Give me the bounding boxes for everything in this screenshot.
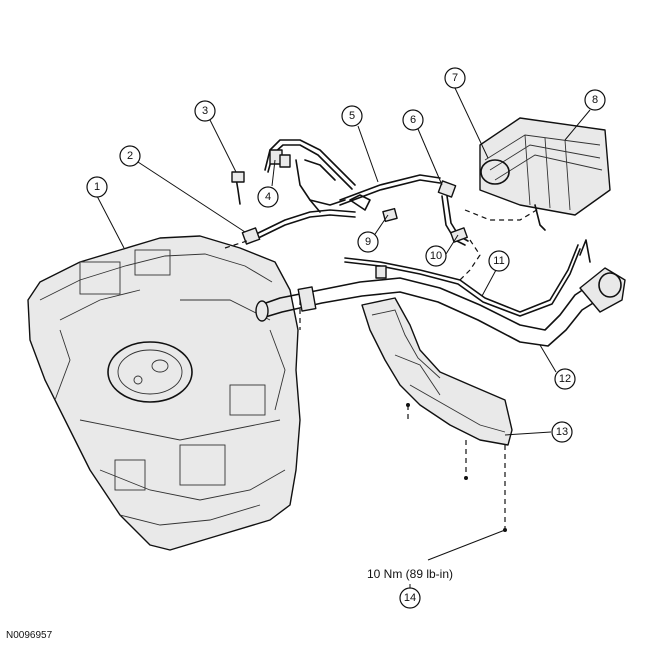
svg-text:4: 4 xyxy=(265,191,271,203)
callout-12: 12 xyxy=(554,368,576,390)
svg-text:7: 7 xyxy=(452,72,458,84)
callout-7: 7 xyxy=(444,67,466,89)
svg-text:6: 6 xyxy=(410,114,416,126)
svg-text:10: 10 xyxy=(430,250,442,262)
svg-text:12: 12 xyxy=(559,373,571,385)
callout-11: 11 xyxy=(488,250,510,272)
torque-spec: 10 Nm (89 lb-in) xyxy=(367,567,453,581)
callout-1: 1 xyxy=(86,176,108,198)
fuel-filler-pipe xyxy=(255,239,626,347)
svg-text:5: 5 xyxy=(349,110,355,122)
callout-13: 13 xyxy=(551,421,573,443)
svg-text:2: 2 xyxy=(127,150,133,162)
svg-text:13: 13 xyxy=(556,426,568,438)
fuel-tank xyxy=(27,235,301,551)
callout-6: 6 xyxy=(402,109,424,131)
callout-3: 3 xyxy=(194,100,216,122)
vapor-tube-end xyxy=(450,227,481,281)
evap-canister xyxy=(464,117,611,231)
callout-9: 9 xyxy=(357,231,379,253)
fuel-supply-line xyxy=(224,209,356,249)
vapor-lines xyxy=(264,139,441,213)
svg-text:11: 11 xyxy=(493,255,504,267)
callout-5: 5 xyxy=(341,105,363,127)
leader-lines xyxy=(96,87,591,590)
callout-8: 8 xyxy=(584,89,606,111)
callout-4: 4 xyxy=(257,186,279,208)
svg-text:9: 9 xyxy=(365,236,371,248)
callout-2: 2 xyxy=(119,145,141,167)
svg-text:1: 1 xyxy=(94,181,100,193)
callout-14: 14 xyxy=(399,587,421,609)
figure-id: N0096957 xyxy=(6,630,53,641)
svg-text:14: 14 xyxy=(404,592,416,604)
fuel-tank-heat-shield xyxy=(361,297,513,532)
callout-10: 10 xyxy=(425,245,447,267)
fuel-line-clip xyxy=(231,171,245,205)
svg-text:3: 3 xyxy=(202,105,208,117)
line-retaining-clip xyxy=(382,207,398,223)
svg-text:8: 8 xyxy=(592,94,598,106)
